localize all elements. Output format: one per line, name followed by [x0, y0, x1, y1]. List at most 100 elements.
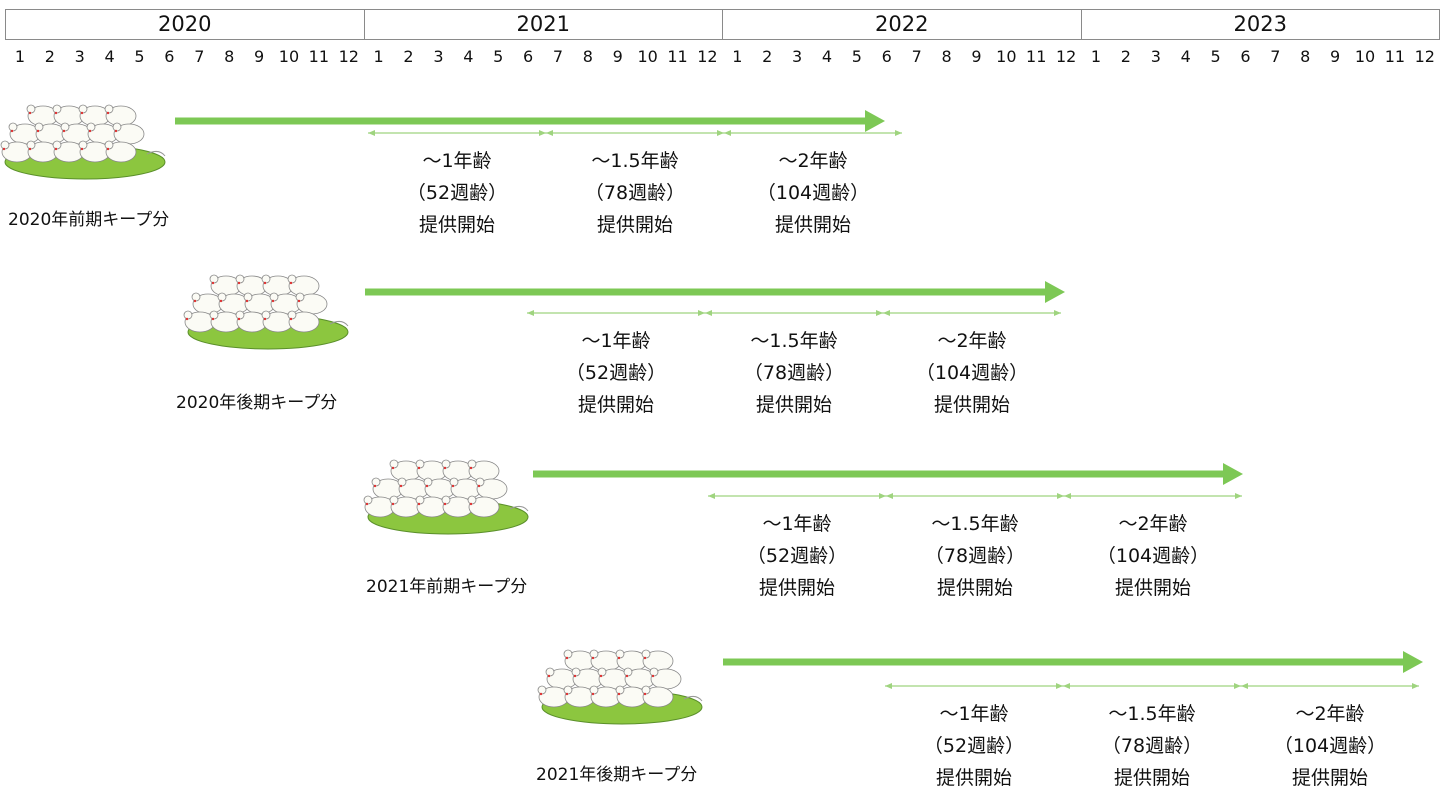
cohort-label: 2021年後期キープ分: [536, 765, 698, 785]
stage-action: 提供開始: [936, 577, 1013, 599]
stage-age: ～1年齢: [581, 330, 651, 352]
stage-action: 提供開始: [935, 767, 1012, 789]
stage-age: ～1年齢: [422, 150, 492, 172]
month-2022-6: 6: [881, 47, 892, 66]
stage-arrow-head-left: [886, 493, 893, 499]
stage-arrow-head-left: [883, 310, 890, 316]
mouse-icon: [78, 140, 111, 163]
stage-label: ～1.5年齢 （78週齢） 提供開始: [915, 508, 1035, 604]
stage-age: ～2年齢: [1118, 513, 1188, 535]
mouse-icon: [235, 310, 268, 333]
stage-arrow-head-right: [895, 130, 902, 136]
stage-age: ～1.5年齢: [591, 150, 679, 172]
mouse-icon: [112, 122, 145, 145]
mouse-icon: [243, 292, 276, 315]
month-2021-11: 11: [667, 47, 688, 66]
stage-arrow-head-left: [705, 310, 712, 316]
mouse-icon: [287, 274, 320, 297]
stage-action: 提供開始: [418, 214, 495, 236]
month-2022-10: 10: [996, 47, 1017, 66]
month-2022-5: 5: [851, 47, 862, 66]
stage-age: ～1年齢: [762, 513, 832, 535]
stage-label: ～1年齢 （52週齢） 提供開始: [737, 508, 857, 604]
stage-label: ～1.5年齢（78週齢）提供開始: [1092, 698, 1212, 794]
stage-action: 提供開始: [774, 214, 851, 236]
stage-action: 提供開始: [1113, 767, 1190, 789]
mouse-icon: [563, 685, 596, 708]
mouse-icon: [86, 122, 119, 145]
stage-label: ～1年齢（52週齢）提供開始: [397, 145, 517, 241]
month-2023-5: 5: [1210, 47, 1221, 66]
stage-arrow-head-right: [1056, 683, 1063, 689]
mouse-icon: [563, 649, 596, 672]
stage-action: 提供開始: [577, 394, 654, 416]
tail-line: [146, 150, 166, 157]
mouse-icon: [389, 459, 422, 482]
stage-arrow-head-right: [879, 493, 886, 499]
stage-weeks: （78週齢）: [743, 362, 845, 384]
mouse-icon: [261, 274, 294, 297]
stage-arrow-head-right: [1057, 493, 1064, 499]
mouse-icon: [363, 495, 396, 518]
month-2023-1: 1: [1090, 47, 1102, 66]
stage-label: ～1年齢（52週齢）提供開始: [556, 325, 676, 421]
stage-arrow-head-left: [1064, 493, 1071, 499]
cohort-4: [537, 649, 1423, 725]
mouse-icon: [641, 685, 674, 708]
stage-arrow-head-right: [717, 130, 724, 136]
month-2020-11: 11: [308, 47, 330, 66]
mouse-icon: [537, 685, 570, 708]
stage-arrow-head-left: [708, 493, 715, 499]
stage-arrow-head-right: [1054, 310, 1061, 316]
stage-weeks: （78週齢）: [584, 182, 686, 204]
month-2021-4: 4: [463, 47, 474, 66]
mouse-icon: [261, 310, 294, 333]
month-2022-12: 12: [1055, 47, 1077, 66]
tail-line: [329, 320, 349, 327]
month-2021-1: 1: [373, 47, 384, 66]
stage-label: ～2年齢（104週齢）提供開始: [1270, 698, 1390, 794]
stage-weeks: （78週齢）: [924, 545, 1026, 567]
month-2023-6: 6: [1240, 47, 1251, 66]
month-2023-10: 10: [1354, 47, 1376, 66]
mouse-icon: [649, 667, 682, 690]
month-2022-8: 8: [941, 47, 952, 66]
stage-weeks: （52週齢）: [923, 735, 1025, 757]
month-2022-9: 9: [971, 47, 982, 66]
month-2020-12: 12: [338, 47, 359, 66]
stage-arrow-head-right: [1235, 493, 1242, 499]
stage-action: 提供開始: [1114, 577, 1191, 599]
month-2021-9: 9: [612, 47, 623, 66]
year-2022: 2022: [722, 9, 1081, 40]
stage-arrow-head-left: [546, 130, 553, 136]
mouse-icon: [209, 310, 242, 333]
month-2022-11: 11: [1026, 47, 1047, 66]
stage-label: ～1.5年齢（78週齢）提供開始: [575, 145, 695, 241]
stage-action: 提供開始: [755, 394, 832, 416]
stage-arrow-head-left: [527, 310, 534, 316]
mouse-icon: [615, 649, 648, 672]
cohort-1: [0, 104, 902, 180]
month-2020-1: 1: [14, 47, 26, 66]
mouse-icon: [475, 477, 508, 500]
stage-arrow-head-right: [876, 310, 883, 316]
stage-weeks: （52週齢）: [746, 545, 848, 567]
stage-action: 提供開始: [933, 394, 1010, 416]
mouse-icon: [104, 140, 137, 163]
stage-age: ～2年齢: [1295, 703, 1365, 725]
main-arrow-head: [1223, 463, 1243, 485]
month-2021-12: 12: [697, 47, 718, 66]
year-2020: 2020: [5, 9, 364, 40]
stage-age: ～1.5年齢: [931, 513, 1019, 535]
mouse-icon: [589, 649, 622, 672]
stage-age: ～1.5年齢: [1108, 703, 1196, 725]
stage-action: 提供開始: [758, 577, 835, 599]
month-2020-10: 10: [278, 47, 300, 66]
month-2020-8: 8: [224, 47, 235, 66]
stage-arrow-head-right: [698, 310, 705, 316]
month-2023-12: 12: [1414, 47, 1435, 66]
month-2022-2: 2: [762, 47, 773, 66]
month-2023-9: 9: [1330, 47, 1341, 66]
tail-line: [683, 695, 703, 702]
